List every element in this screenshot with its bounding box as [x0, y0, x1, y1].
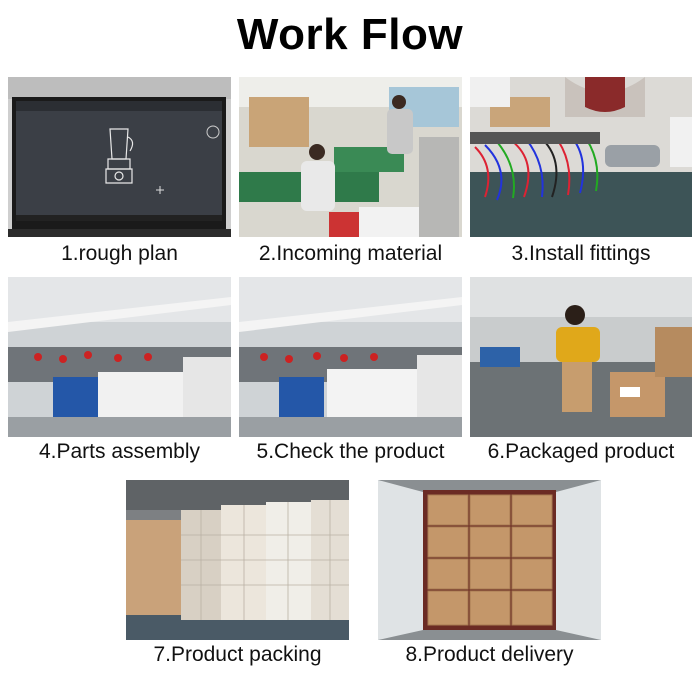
- step-2-caption: 2.Incoming material: [258, 242, 443, 265]
- step-4-caption: 4.Parts assembly: [38, 440, 201, 463]
- step-8-card: 8.Product delivery: [378, 480, 601, 672]
- monitor-cad-image: [8, 77, 231, 237]
- assembly-line-image: [8, 277, 231, 437]
- step-1-caption: 1.rough plan: [61, 242, 178, 265]
- step-6-caption: 6.Packaged product: [487, 440, 675, 463]
- wiring-image: [470, 77, 692, 237]
- step-8-caption: 8.Product delivery: [405, 643, 574, 666]
- step-4-card: 4.Parts assembly: [8, 277, 231, 469]
- step-5-card: 5.Check the product: [239, 277, 462, 469]
- step-3-card: 3.Install fittings: [470, 77, 692, 269]
- step-3-caption: 3.Install fittings: [511, 242, 651, 265]
- stacked-cartons-image: [126, 480, 349, 640]
- factory-workers-image: [239, 77, 462, 237]
- step-7-caption: 7.Product packing: [153, 643, 322, 666]
- step-7-card: 7.Product packing: [126, 480, 349, 672]
- step-5-caption: 5.Check the product: [256, 440, 445, 463]
- page-title: Work Flow: [236, 10, 464, 59]
- step-6-card: 6.Packaged product: [470, 277, 692, 469]
- container-loading-image: [378, 480, 601, 640]
- packing-worker-image: [470, 277, 692, 437]
- inspection-line-image: [239, 277, 462, 437]
- step-1-card: 1.rough plan: [8, 77, 231, 269]
- step-2-card: 2.Incoming material: [239, 77, 462, 269]
